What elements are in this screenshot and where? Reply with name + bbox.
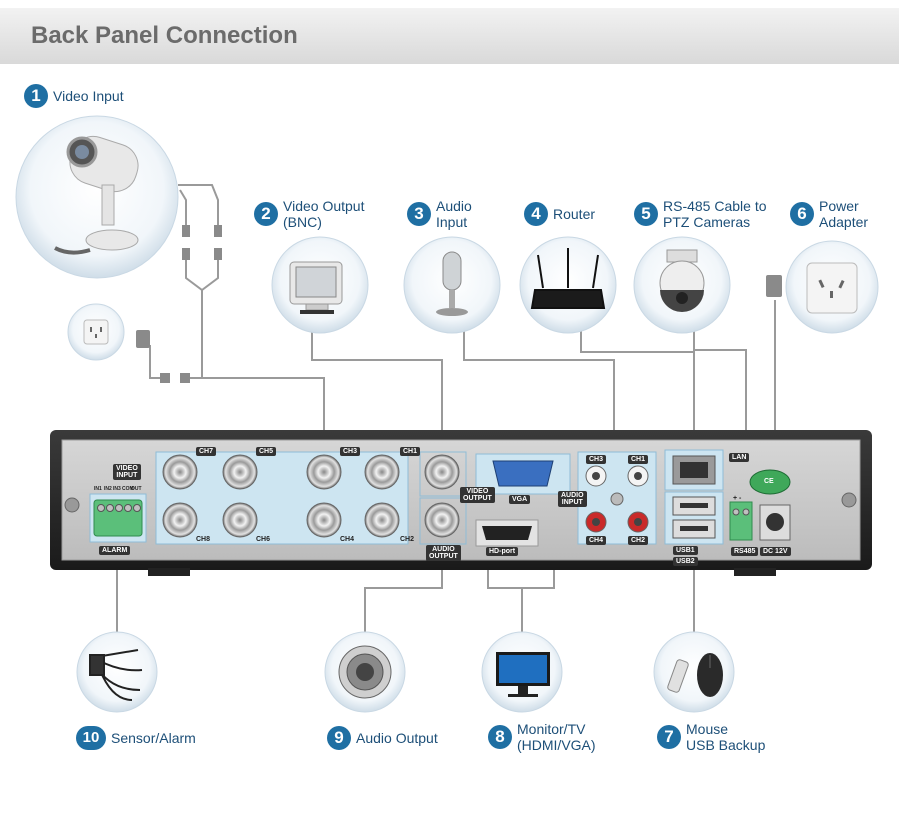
lan-port-label: LAN — [729, 453, 750, 462]
audio-ch2-label: CH2 — [628, 536, 649, 545]
callout-audio-input: 3 Audio Input — [407, 198, 472, 230]
callout-label: Video Input — [53, 88, 124, 104]
callout-monitor-tv: 8 Monitor/TV (HDMI/VGA) — [488, 721, 596, 753]
ptz-camera-bubble — [633, 236, 731, 334]
monitor-tv-bubble — [481, 631, 563, 713]
alarm-harness-icon — [89, 649, 143, 701]
alarm-port-label: ALARM — [99, 546, 131, 555]
ch4-label: CH4 — [340, 536, 355, 543]
callout-router: 4 Router — [524, 202, 595, 226]
ptz-camera-icon — [659, 249, 705, 312]
microphone-icon — [436, 251, 468, 316]
callout-label: Video Output (BNC) — [283, 198, 365, 230]
alarm-cable-bubble — [76, 631, 158, 713]
callout-number: 8 — [488, 725, 512, 749]
callout-number: 4 — [524, 202, 548, 226]
alarm-pin-in3: IN3 — [113, 486, 121, 492]
callout-label: Power Adapter — [819, 198, 869, 230]
callout-label: Monitor/TV (HDMI/VGA) — [517, 721, 596, 753]
page-title: Back Panel Connection — [31, 22, 298, 49]
callout-video-input: 1 Video Input — [24, 84, 124, 108]
power-socket-icon — [806, 262, 858, 314]
callout-number: 9 — [327, 726, 351, 750]
usb2-port-label: USB2 — [673, 557, 698, 566]
video-output-port-label: VIDEO OUTPUT — [460, 487, 495, 503]
ch7-label: CH7 — [196, 447, 217, 456]
camera-bubble — [15, 115, 179, 279]
callout-number: 1 — [24, 84, 48, 108]
callout-number: 7 — [657, 725, 681, 749]
crt-monitor-bubble — [271, 236, 369, 334]
callout-rs485: 5 RS-485 Cable to PTZ Cameras — [634, 198, 767, 230]
rs485-port-label: RS485 — [731, 547, 759, 556]
callout-label: Sensor/Alarm — [111, 730, 196, 746]
callout-number: 6 — [790, 202, 814, 226]
callout-video-output: 2 Video Output (BNC) — [254, 198, 364, 230]
header-bar: Back Panel Connection — [0, 8, 899, 64]
audio-ch4-label: CH4 — [586, 536, 607, 545]
rs485-polarity: + - — [733, 495, 742, 502]
callout-label: RS-485 Cable to PTZ Cameras — [663, 198, 767, 230]
alarm-pin-in1: IN1 — [94, 486, 102, 492]
lcd-monitor-icon — [496, 652, 550, 697]
ch5-label: CH5 — [256, 447, 277, 456]
mouse-icon — [697, 653, 723, 697]
callout-label: Audio Input — [436, 198, 472, 230]
callout-label: Mouse USB Backup — [686, 721, 766, 753]
power-outlet-bubble — [785, 240, 879, 334]
router-icon — [530, 248, 606, 309]
cable-connectors — [136, 225, 782, 383]
ch8-label: CH8 — [196, 536, 211, 543]
alarm-pin-com: COM — [122, 486, 134, 492]
microphone-bubble — [403, 236, 501, 334]
cables — [116, 184, 776, 632]
vga-port-label: VGA — [509, 495, 531, 504]
callout-label: Router — [553, 206, 596, 222]
callout-number: 2 — [254, 202, 278, 226]
ce-mark: CE — [764, 478, 774, 485]
speaker-bubble — [324, 631, 406, 713]
ch1-label: CH1 — [400, 447, 421, 456]
hd-port-label: HD-port — [486, 547, 519, 556]
dc-12v-port-label: DC 12V — [760, 547, 791, 556]
callout-audio-output: 9 Audio Output — [327, 726, 438, 750]
audio-ch3-label: CH3 — [586, 455, 607, 464]
socket-icon — [90, 327, 102, 338]
callout-label: Audio Output — [356, 730, 438, 746]
mouse-usb-bubble — [653, 631, 735, 713]
router-bubble — [519, 236, 617, 334]
audio-ch1-label: CH1 — [628, 455, 649, 464]
callout-number: 5 — [634, 202, 658, 226]
wall-outlet-bubble — [67, 303, 125, 361]
callout-power-adapter: 6 Power Adapter — [790, 198, 868, 230]
crt-monitor-icon — [289, 261, 343, 314]
audio-input-port-label: AUDIO INPUT — [558, 491, 587, 507]
callout-number: 10 — [76, 726, 106, 750]
alarm-pin-out: OUT — [131, 486, 142, 492]
callout-mouse-usb: 7 Mouse USB Backup — [657, 721, 765, 753]
bnc-connectors — [162, 454, 460, 538]
alarm-terminal-screws — [97, 504, 141, 512]
audio-output-port-label: AUDIO OUTPUT — [426, 545, 461, 561]
usb1-port-label: USB1 — [673, 546, 698, 555]
ch2-label: CH2 — [400, 536, 415, 543]
callout-number: 3 — [407, 202, 431, 226]
video-input-port-label: VIDEO INPUT — [113, 464, 141, 480]
callout-sensor-alarm: 10 Sensor/Alarm — [76, 726, 196, 750]
usb-drive-icon — [667, 659, 689, 693]
ch6-label: CH6 — [256, 536, 271, 543]
ch3-label: CH3 — [340, 447, 361, 456]
bullet-camera-icon — [54, 135, 139, 255]
speaker-icon — [338, 645, 392, 699]
alarm-pin-in2: IN2 — [104, 486, 112, 492]
